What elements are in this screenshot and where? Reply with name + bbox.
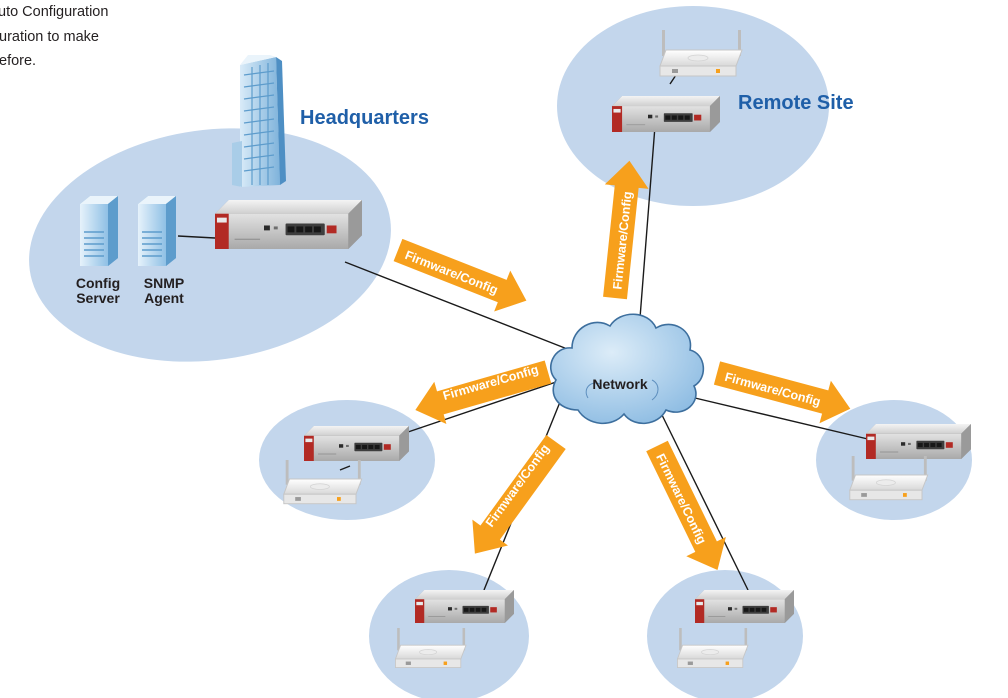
branch-site-bottom-right (647, 570, 803, 698)
router-device-icon (214, 199, 363, 250)
intro-line-3: efore. (0, 53, 37, 69)
cloud-icon (550, 313, 705, 425)
arrow-network-to-left-branch: Firmware/Config (409, 350, 555, 432)
arrow-network-to-bottom-right-branch: Firmware/Config (637, 436, 738, 580)
network-label: Network (592, 376, 647, 392)
branch-site-bottom-left (369, 570, 529, 698)
snmp-agent-label-line2: Agent (144, 290, 184, 306)
headquarters-site (29, 128, 391, 362)
server-icon (79, 195, 119, 267)
snmp-agent-label-line1: SNMP (144, 275, 184, 291)
arrow-network-to-right-branch: Firmware/Config (711, 351, 856, 430)
router-device-icon (303, 425, 410, 462)
router-device-icon (694, 589, 795, 624)
config-server-label-line1: Config (76, 275, 120, 291)
config-server-label-line2: Server (76, 290, 120, 306)
building-icon (232, 55, 286, 187)
arrow-network-to-bottom-left-branch: Firmware/Config (457, 429, 574, 567)
arrow-label: Firmware/Config (483, 442, 552, 530)
branch-site-right (816, 400, 972, 520)
intro-paragraph: uto Configuration uration to make efore. (0, 0, 175, 74)
arrow-label: Firmware/Config (653, 451, 709, 546)
router-device-icon (865, 423, 972, 460)
router-device-icon (414, 589, 515, 624)
router-device-icon (611, 95, 721, 133)
intro-line-2: uration to make (0, 28, 99, 45)
remote-site-title: Remote Site (738, 92, 854, 114)
server-icon (137, 195, 177, 267)
intro-line-1: uto Configuration (0, 4, 109, 20)
headquarters-title: Headquarters (300, 107, 429, 129)
